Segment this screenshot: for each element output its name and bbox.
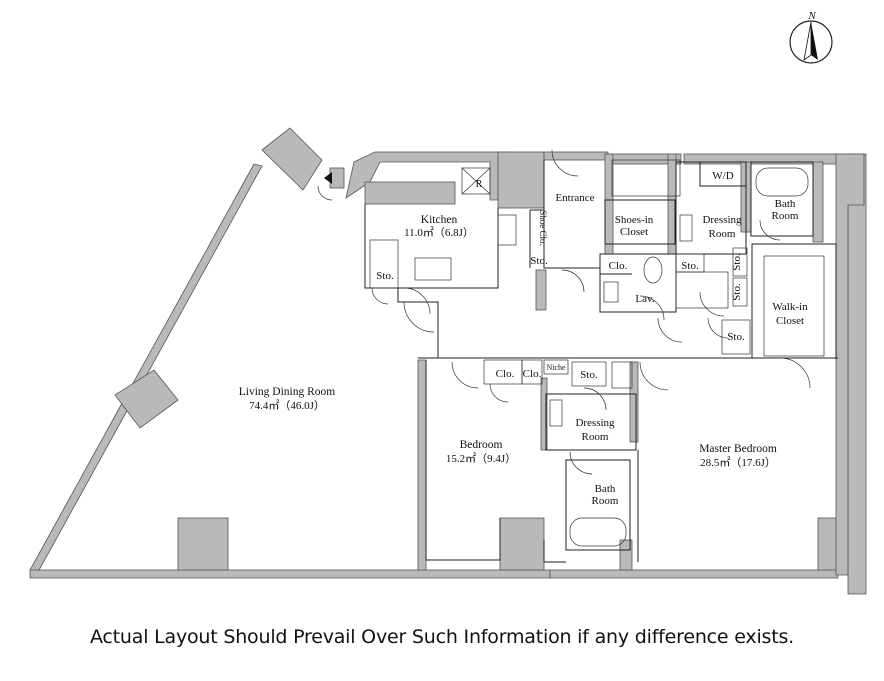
- kitchen-area: 11.0㎡（6.8J）: [404, 226, 474, 239]
- clo-lav-label: Clo.: [609, 260, 628, 272]
- room-labels: Kitchen 11.0㎡（6.8J） Living Dining Room 7…: [239, 170, 808, 507]
- lav-label: Lav.: [635, 293, 654, 305]
- compass-north-label: N: [807, 10, 816, 22]
- sto-dressing-label: Sto.: [681, 260, 699, 272]
- shoes-closet-label-2: Closet: [620, 226, 648, 238]
- bath-room-2-label-2: Room: [592, 495, 619, 507]
- doors: [317, 149, 811, 475]
- floor-plan: N: [29, 10, 867, 595]
- sto-walkin-1-label: Sto.: [731, 253, 743, 271]
- sto-bed-label: Sto.: [580, 369, 598, 381]
- sto-kitchen-label: Sto.: [376, 270, 394, 282]
- sto-entrance-label: Sto.: [530, 255, 548, 267]
- walkin-closet-label-1: Walk-in: [772, 301, 808, 313]
- bedroom-area: 15.2㎡（9.4J）: [446, 452, 516, 465]
- clo-bed-2-label: Clo.: [523, 368, 542, 380]
- shoe-closet-label: Shoe Clo.: [538, 210, 548, 246]
- niche-label: Niche: [546, 363, 566, 372]
- sto-walkin-2-label: Sto.: [731, 283, 743, 301]
- bath-room-2-label-1: Bath: [595, 483, 616, 495]
- clo-bed-1-label: Clo.: [496, 368, 515, 380]
- dressing-room-1-label-2: Room: [709, 228, 736, 240]
- master-bedroom-name: Master Bedroom: [699, 443, 777, 455]
- dressing-room-2-label-1: Dressing: [575, 417, 615, 429]
- living-area: 74.4㎡（46.0J）: [249, 399, 325, 412]
- shoes-closet-label-1: Shoes-in: [615, 214, 654, 226]
- disclaimer-text: Actual Layout Should Prevail Over Such I…: [89, 626, 795, 648]
- master-bedroom-area: 28.5㎡（17.6J）: [700, 456, 776, 469]
- entrance-label: Entrance: [555, 192, 594, 204]
- exterior-walls: [29, 127, 867, 595]
- living-name: Living Dining Room: [239, 386, 336, 398]
- storage-labels: Sto. Sto. Clo. Sto. Sto. Sto. Sto. Clo. …: [376, 253, 745, 381]
- dressing-room-2-label-2: Room: [582, 431, 609, 443]
- partition-lines: [364, 159, 838, 563]
- kitchen-name: Kitchen: [421, 214, 458, 226]
- bedroom-name: Bedroom: [460, 439, 503, 451]
- refrigerator-label: R: [476, 179, 483, 190]
- sto-walkin-3-label: Sto.: [727, 331, 745, 343]
- walkin-closet-label-2: Closet: [776, 315, 804, 327]
- dressing-room-1-label-1: Dressing: [702, 214, 742, 226]
- bath-room-1-label-2: Room: [772, 210, 799, 222]
- wd-label: W/D: [712, 170, 733, 182]
- bath-room-1-label-1: Bath: [775, 198, 796, 210]
- north-compass-icon: N: [789, 10, 833, 64]
